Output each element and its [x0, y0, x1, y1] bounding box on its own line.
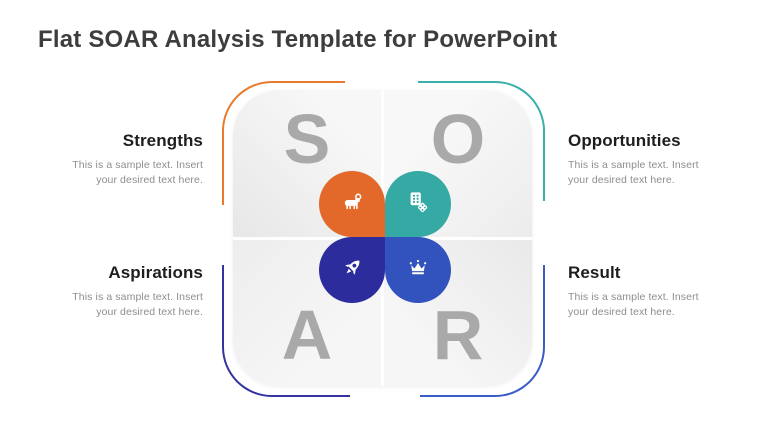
- result-heading: Result: [568, 263, 621, 282]
- petal-aspirations: [319, 237, 385, 303]
- petal-opportunities: [385, 171, 451, 237]
- bracket-top-left: [222, 81, 345, 205]
- bracket-bottom-right: [420, 265, 545, 397]
- bracket-bottom-left: [222, 265, 350, 397]
- result-body-line: your desired text here.: [568, 305, 675, 318]
- soar-diagram: S O A R: [222, 81, 545, 397]
- letter-r: R: [432, 296, 484, 374]
- quadrant-aspirations: A: [233, 239, 381, 386]
- aspirations-heading: Aspirations: [108, 263, 203, 282]
- letter-o: O: [430, 100, 486, 178]
- crown-icon: [407, 257, 429, 284]
- aspirations-body-line: your desired text here.: [96, 305, 203, 318]
- petal-result: [385, 237, 451, 303]
- page-title: Flat SOAR Analysis Template for PowerPoi…: [38, 26, 558, 53]
- strengths-text-block: Strengths This is a sample text. Insert …: [33, 131, 203, 187]
- aspirations-body-line: This is a sample text. Insert: [72, 291, 203, 303]
- dice-icon: [406, 190, 430, 219]
- strengths-body-line: This is a sample text. Insert: [72, 159, 203, 171]
- bracket-top-right: [418, 81, 545, 201]
- opportunities-heading: Opportunities: [568, 131, 681, 150]
- letter-a: A: [281, 296, 333, 374]
- opportunities-body-line: your desired text here.: [568, 173, 675, 186]
- strengths-heading: Strengths: [122, 131, 203, 150]
- aspirations-text-block: Aspirations This is a sample text. Inser…: [33, 263, 203, 319]
- ram-icon: [341, 190, 364, 218]
- rocket-icon: [340, 256, 364, 285]
- opportunities-text-block: Opportunities This is a sample text. Ins…: [568, 131, 738, 187]
- opportunities-body-line: This is a sample text. Insert: [568, 159, 699, 171]
- result-text-block: Result This is a sample text. Insert you…: [568, 263, 738, 319]
- strengths-body-line: your desired text here.: [96, 173, 203, 186]
- letter-s: S: [283, 100, 331, 178]
- petal-strengths: [319, 171, 385, 237]
- result-body-line: This is a sample text. Insert: [568, 291, 699, 303]
